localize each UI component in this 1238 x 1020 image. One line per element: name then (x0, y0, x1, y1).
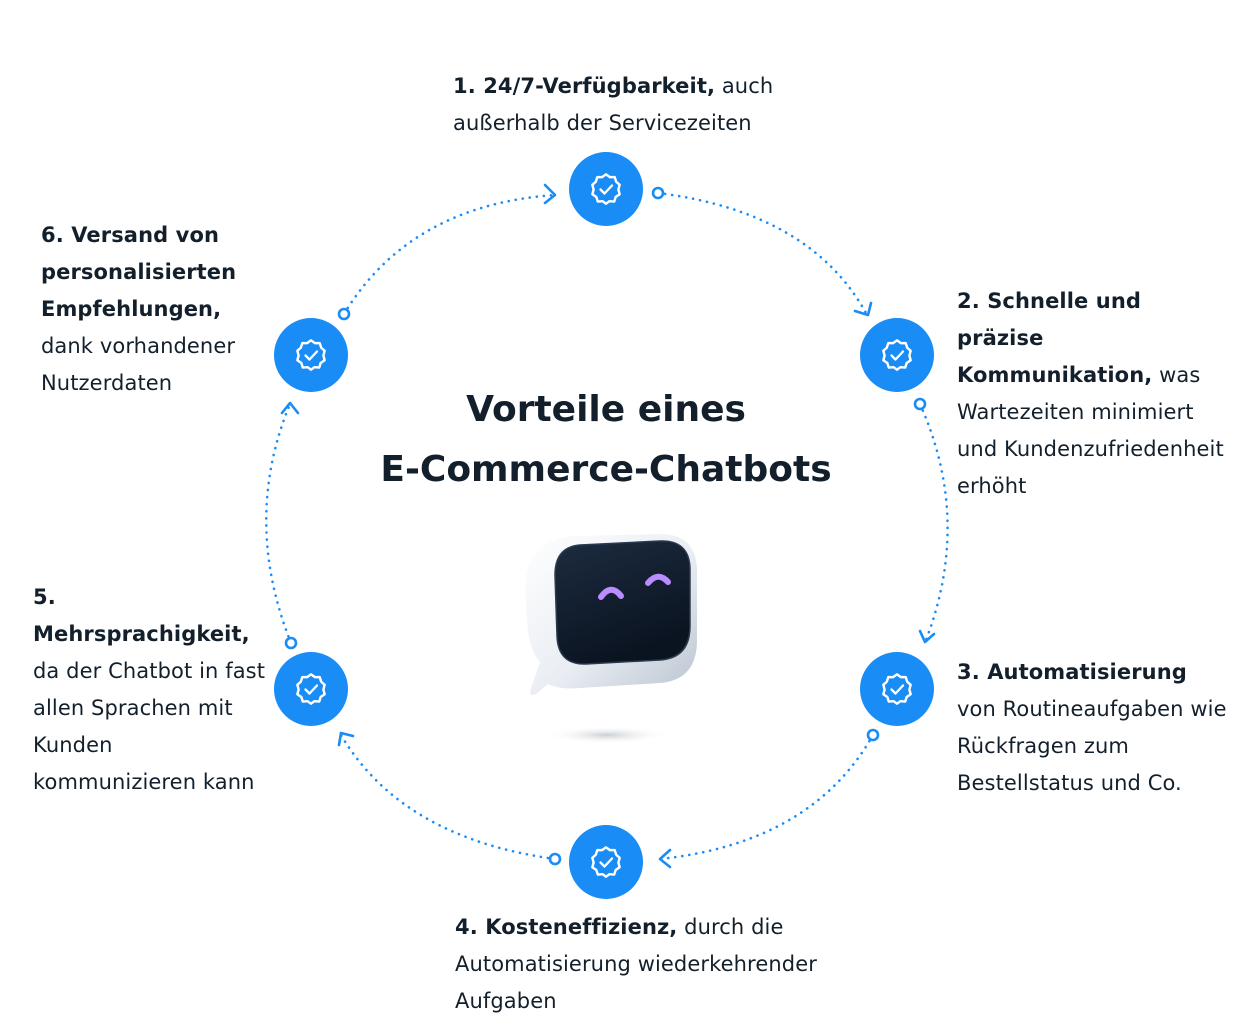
arrowhead-icon (280, 401, 300, 415)
connector-4-to-5 (339, 733, 557, 861)
feature-4-cost-efficiency: 4. Kosteneffizienz, durch die Automatisi… (455, 909, 835, 1020)
feature-2-heading: 2. Schnelle und präzise Kommunikation, (957, 289, 1153, 387)
connector-start-marker (866, 728, 880, 742)
node-2 (860, 318, 934, 392)
connector-start-markers (284, 186, 927, 866)
diagram-title: Vorteile eines E-Commerce-Chatbots (356, 380, 856, 500)
arrowhead-icon (853, 301, 873, 317)
node-1 (569, 152, 643, 226)
connector-start-marker (284, 636, 298, 650)
feature-4-heading: 4. Kosteneffizienz, (455, 915, 678, 939)
connector-1-to-2 (656, 191, 868, 315)
feature-5-description: da der Chatbot in fast allen Sprachen mi… (33, 659, 266, 794)
feature-3-heading: 3. Automatisierung (957, 660, 1187, 684)
connector-arrowheads (280, 183, 936, 869)
feature-2-description: was Wartezeiten minimiert und Kundenzufr… (957, 363, 1224, 498)
mascot-eye-left (598, 586, 624, 600)
feature-2-communication: 2. Schnelle und präzise Kommunikation, w… (957, 283, 1227, 505)
mascot-eye-right (645, 573, 671, 586)
feature-1-heading: 1. 24/7-Verfügbarkeit, (453, 74, 716, 98)
benefit-nodes (274, 152, 934, 899)
connector-start-marker (337, 307, 351, 321)
verified-badge-icon (591, 173, 621, 205)
connector-start-marker (651, 186, 665, 200)
feature-6-heading: 6. Versand von personalisierten Empfehlu… (41, 223, 237, 321)
mascot-shadow (545, 726, 669, 744)
node-5 (274, 652, 348, 726)
feature-5-heading: 5. Mehrsprachigkeit, (33, 585, 250, 646)
feature-3-description: von Routineaufgaben wie Rückfragen zum B… (957, 697, 1227, 795)
connector-start-marker (913, 397, 927, 411)
connector-2-to-3 (918, 402, 949, 642)
feature-6-recommendations: 6. Versand von personalisierten Empfehlu… (41, 217, 273, 402)
verified-badge-icon (296, 673, 326, 705)
mascot-screen (554, 540, 691, 665)
connector-5-to-6 (264, 402, 293, 645)
chatbot-mascot-icon (525, 534, 697, 744)
verified-badge-icon (882, 673, 912, 705)
arrowhead-icon (337, 731, 355, 747)
feature-6-description: dank vorhandener Nutzerdaten (41, 334, 236, 395)
title-line-2: E-Commerce-Chatbots (380, 449, 832, 490)
feature-1-description: auch außerhalb der Servicezeiten (453, 74, 774, 135)
arrowhead-icon (543, 183, 557, 205)
arrowhead-icon (658, 848, 672, 869)
verified-badge-icon (591, 846, 621, 878)
node-6 (274, 318, 348, 392)
connector-6-to-1 (342, 193, 557, 316)
feature-3-automation: 3. Automatisierung von Routineaufgaben w… (957, 654, 1227, 802)
node-4 (569, 825, 643, 899)
verified-badge-icon (296, 339, 326, 371)
feature-4-description: durch die Automatisierung wiederkehrende… (455, 915, 817, 1013)
connector-start-marker (548, 852, 562, 866)
cycle-connectors (264, 191, 949, 861)
feature-1-availability: 1. 24/7-Verfügbarkeit, auch außerhalb de… (453, 68, 813, 142)
connector-3-to-4 (658, 733, 875, 861)
feature-5-multilingual: 5. Mehrsprachigkeit, da der Chatbot in f… (33, 579, 268, 801)
arrowhead-icon (918, 629, 936, 644)
verified-badge-icon (882, 339, 912, 371)
title-line-1: Vorteile eines (466, 389, 746, 430)
node-3 (860, 652, 934, 726)
